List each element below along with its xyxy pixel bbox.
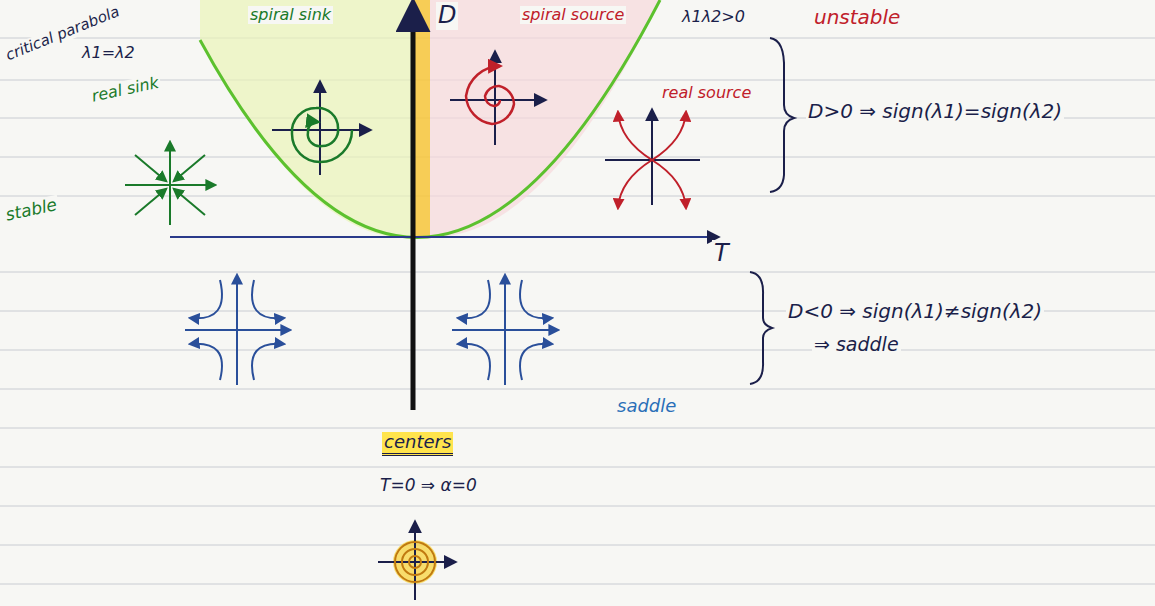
region-label: real sink [88,73,162,106]
region-label: saddle [615,396,678,417]
stability-label: stable [2,195,61,226]
brace [770,38,794,192]
brace [750,272,772,384]
condition-label: D<0 ⇒ sign(λ1)≠sign(λ2) [786,300,1044,323]
condition-label: λ1λ2>0 [680,8,747,26]
t-axis [170,236,718,238]
condition-label: ⇒ saddle [812,334,901,356]
stability-label: unstable [812,6,902,29]
saddle-portrait [185,275,290,385]
equation-label: λ1=λ2 [80,44,137,62]
region-label: real source [660,84,753,102]
real-sink-portrait [125,142,215,225]
spiral-sink-portrait [272,82,370,175]
spiral-source-portrait [450,52,545,145]
axis-label: D [436,2,458,30]
unstable-region [430,0,660,237]
saddle-portrait [452,275,558,385]
center-band [414,0,430,237]
real-source-portrait [605,110,700,208]
condition-label: T=0 ⇒ α=0 [378,476,479,496]
critical-parabola [200,0,660,237]
region-label: spiral source [520,6,626,24]
stable-region [200,0,413,237]
d-axis [411,4,416,410]
centers-label: centers [382,432,453,456]
region-label: spiral sink [248,6,333,24]
axis-label: T [712,240,731,268]
condition-label: D>0 ⇒ sign(λ1)=sign(λ2) [806,100,1064,123]
center-portrait [378,522,455,600]
